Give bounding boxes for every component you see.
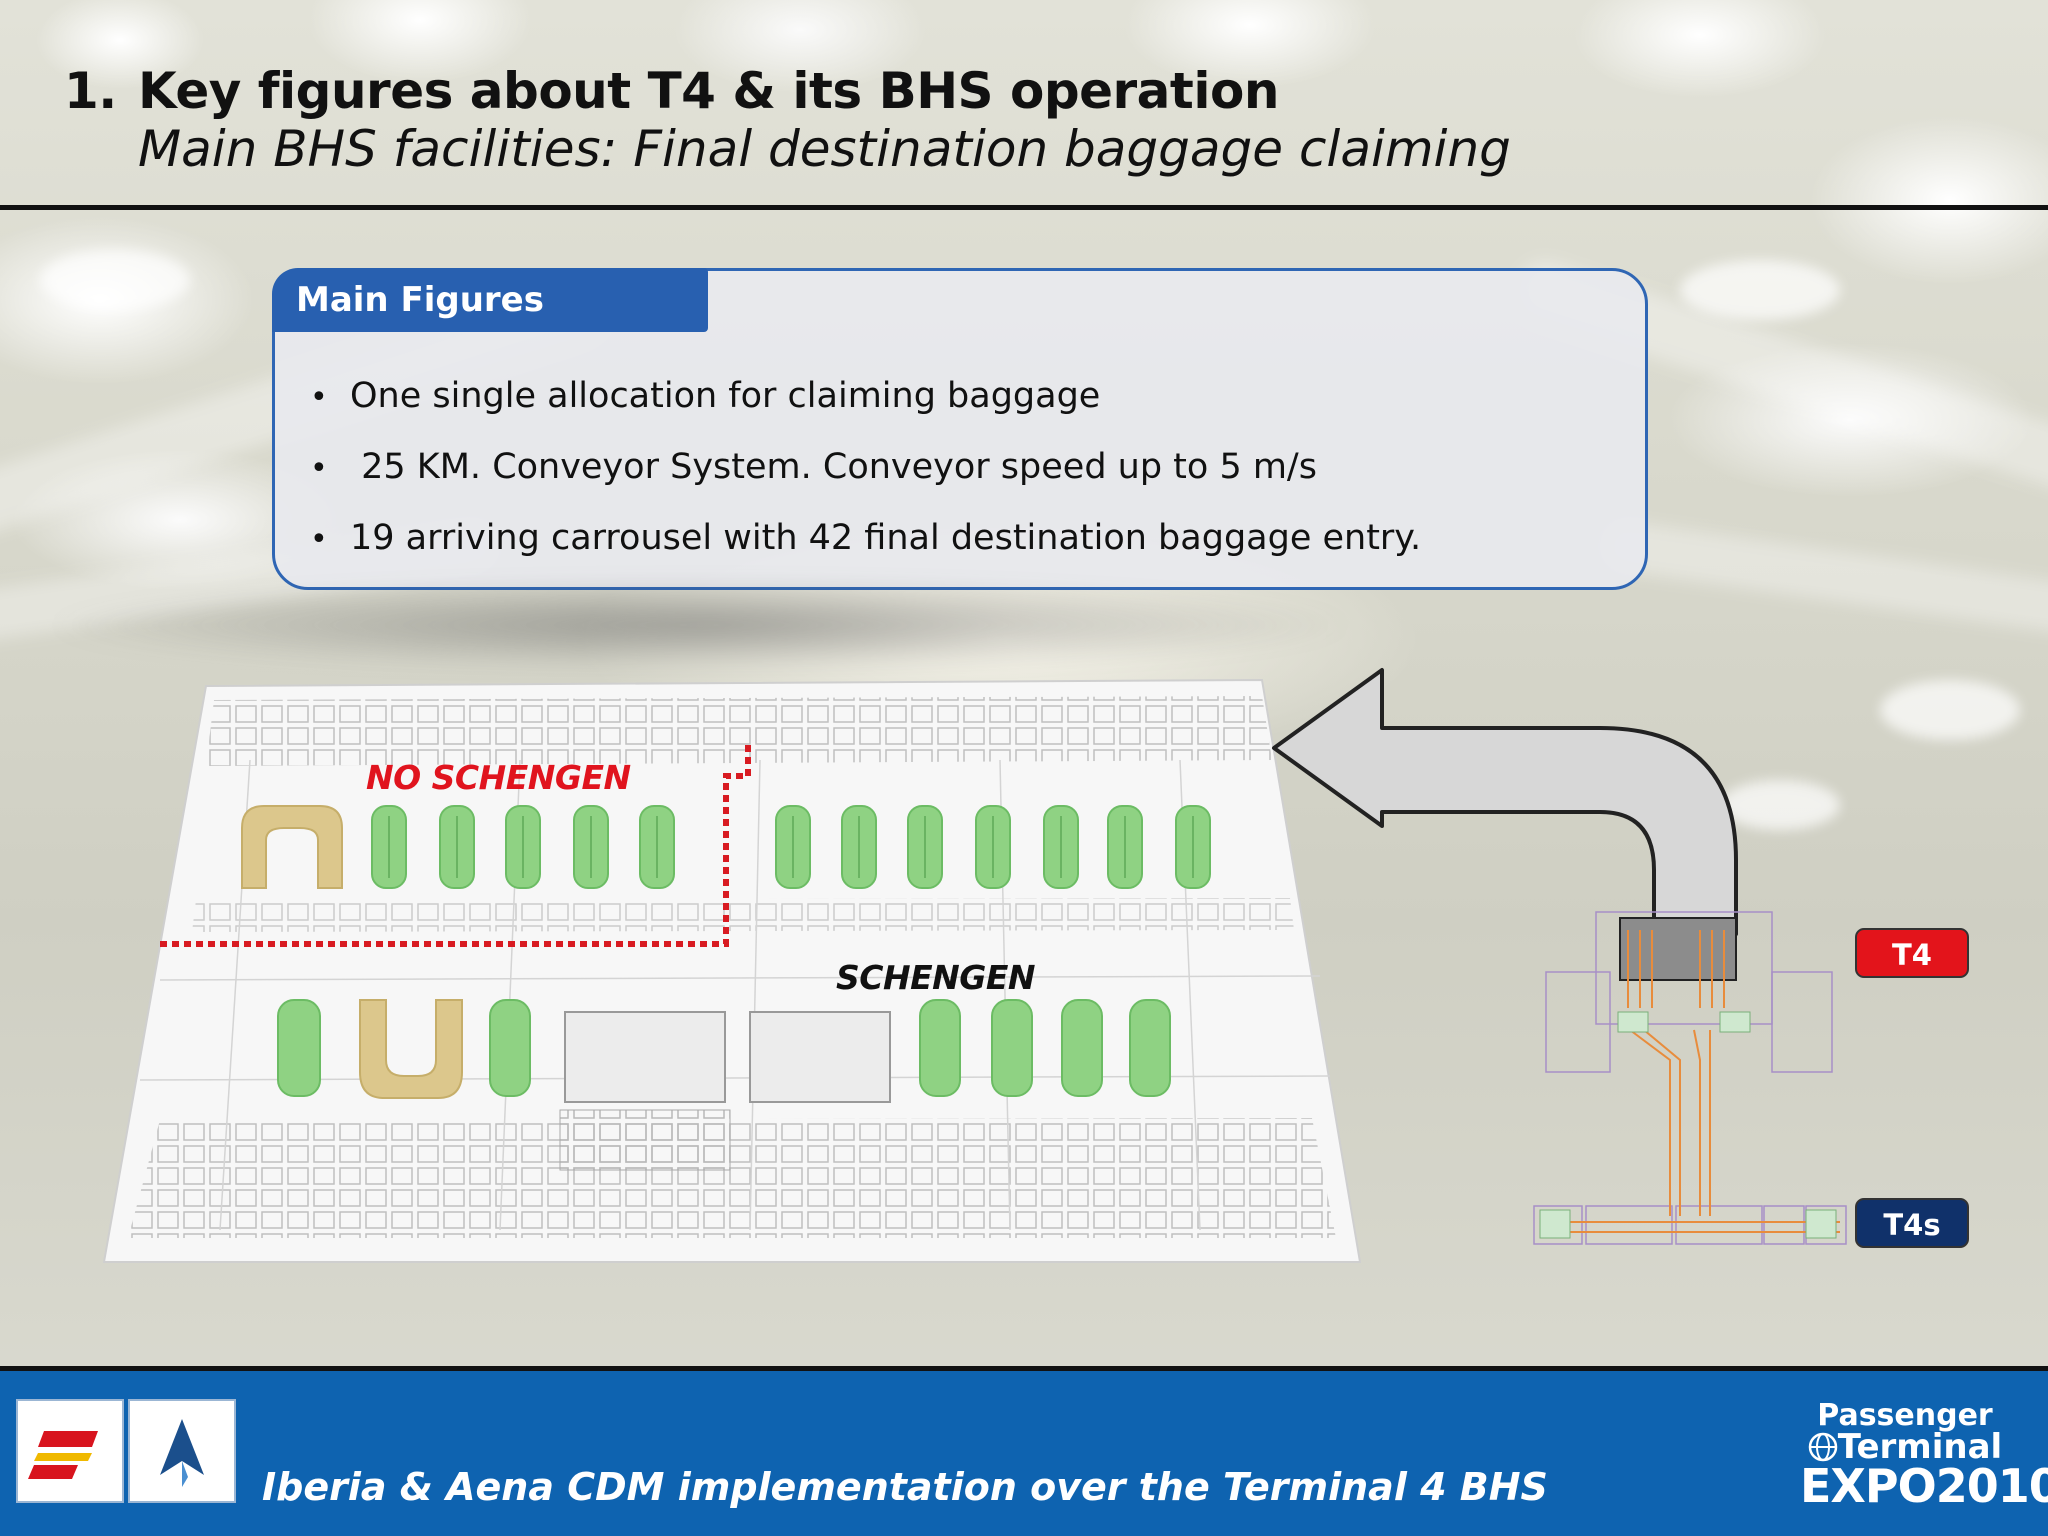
iberia-logo-icon	[16, 1399, 124, 1503]
title-number: 1.	[64, 62, 117, 120]
bullet-icon: •	[310, 451, 328, 486]
aena-logo-icon	[128, 1399, 236, 1503]
list-item: •19 arriving carrousel with 42 final des…	[310, 510, 1421, 581]
zone-no-schengen-label: NO SCHENGEN	[366, 758, 631, 797]
bullet-icon: •	[310, 380, 328, 415]
terminal-tag-t4: T4	[1855, 928, 1969, 978]
list-item: • 25 KM. Conveyor System. Conveyor speed…	[310, 439, 1421, 510]
title-text: Key figures about T4 & its BHS operation	[138, 62, 1279, 120]
carousel-tan	[241, 805, 343, 889]
footer-caption: Iberia & Aena CDM implementation over th…	[262, 1465, 1548, 1509]
slide-title: 1. Key figures about T4 & its BHS operati…	[64, 62, 1279, 120]
carousel-green	[919, 999, 961, 1097]
bullet-icon: •	[310, 522, 328, 557]
carousel-green	[991, 999, 1033, 1097]
carousel-green	[489, 999, 531, 1097]
list-item: •One single allocation for claiming bagg…	[310, 368, 1421, 439]
main-figures-list: •One single allocation for claiming bagg…	[310, 368, 1421, 581]
slide-subtitle: Main BHS facilities: Final destination b…	[138, 120, 1511, 178]
floor-plan-shadow	[40, 580, 1360, 670]
arrow-icon	[1272, 668, 1738, 936]
passenger-terminal-expo-logo: Passenger Terminal EXPO2010	[1800, 1398, 2048, 1513]
zone-schengen-label: SCHENGEN	[836, 958, 1036, 997]
footer-bar: Iberia & Aena CDM implementation over th…	[0, 1371, 2048, 1536]
bhs-schematic	[1533, 911, 1847, 1245]
carousel-green	[1061, 999, 1103, 1097]
carousel-green	[277, 999, 321, 1097]
terminal-tag-t4s: T4s	[1855, 1198, 1969, 1248]
footer-divider	[0, 1366, 2048, 1371]
schengen-boundary	[160, 740, 751, 947]
header-divider	[0, 205, 2048, 210]
main-figures-heading: Main Figures	[272, 268, 708, 332]
carousel-tan	[359, 999, 463, 1099]
carousel-green	[1129, 999, 1171, 1097]
globe-icon	[1808, 1432, 1838, 1462]
